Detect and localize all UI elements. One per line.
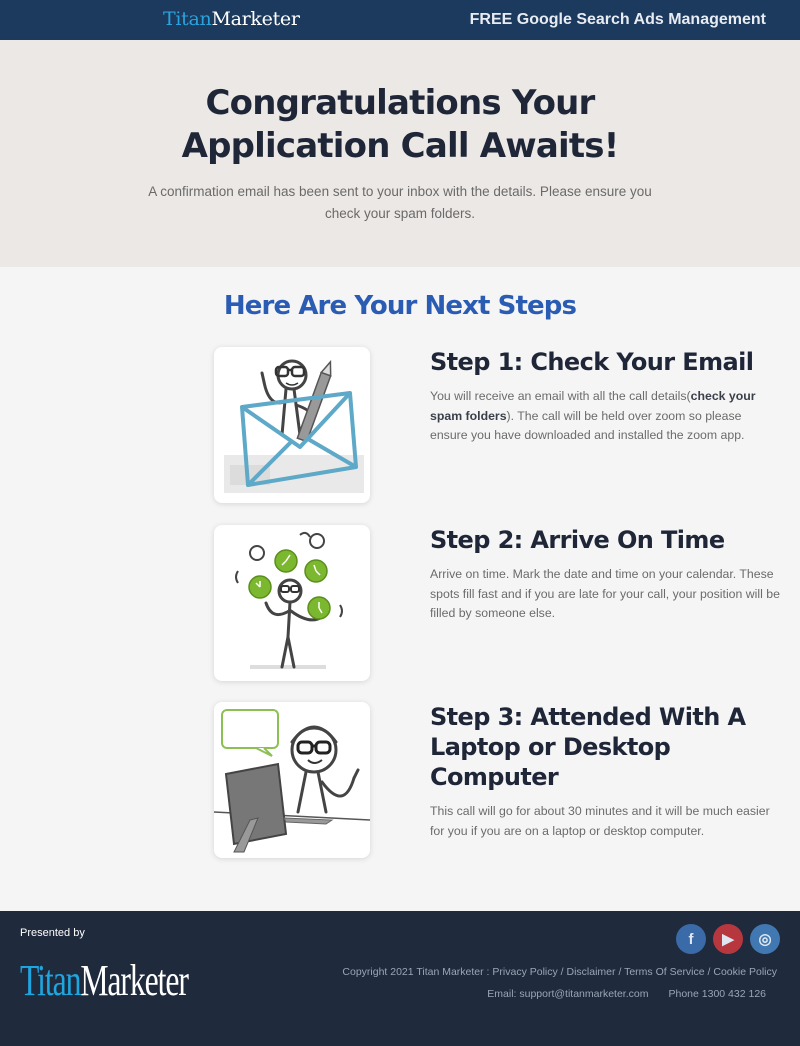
footer-links: Copyright 2021 Titan Marketer : Privacy …: [342, 966, 777, 978]
support-email[interactable]: Email: support@titanmarketer.com: [487, 988, 649, 1000]
title-line-2: Application Call Awaits!: [181, 126, 620, 166]
footer: Presented by TitanMarketer f ▶ ◎ Copyrig…: [0, 911, 800, 1046]
stickman-juggling-clocks-illustration: [214, 525, 370, 681]
disclaimer-link[interactable]: Disclaimer: [566, 966, 616, 978]
step-3-text: Step 3: Attended With A Laptop or Deskto…: [430, 702, 780, 841]
link-separator: /: [557, 966, 567, 978]
link-separator: /: [615, 966, 625, 978]
step-1-description-part: You will receive an email with all the c…: [430, 389, 691, 403]
contact-info: Email: support@titanmarketer.com Phone 13…: [487, 988, 766, 1000]
footer-logo-titan: Titan: [20, 956, 81, 1005]
stickman-computer-headset-illustration: [214, 702, 370, 858]
footer-logo-marketer: Marketer: [80, 956, 189, 1005]
clocks-illustration-icon: [235, 531, 343, 669]
header-logo[interactable]: TitanMarketer: [163, 8, 300, 30]
computer-illustration-icon: [214, 709, 370, 853]
logo-text-titan: Titan: [163, 8, 212, 30]
step-2-title: Step 2: Arrive On Time: [430, 526, 725, 554]
instagram-icon[interactable]: ◎: [750, 924, 780, 954]
step-3-title: Step 3: Attended With A Laptop or Deskto…: [430, 703, 746, 791]
social-links: f ▶ ◎: [676, 924, 780, 954]
presented-by-label: Presented by: [20, 927, 85, 939]
next-steps-heading: Here Are Your Next Steps: [223, 291, 577, 321]
privacy-policy-link[interactable]: Privacy Policy: [492, 966, 558, 978]
link-separator: /: [704, 966, 714, 978]
step-1-text: Step 1: Check Your Email You will receiv…: [430, 347, 780, 446]
copyright-text: Copyright 2021 Titan Marketer :: [342, 966, 493, 978]
support-phone: Phone 1300 432 126: [668, 988, 766, 1000]
step-1-description: You will receive an email with all the c…: [430, 387, 780, 446]
header-tagline: FREE Google Search Ads Management: [469, 11, 766, 28]
stickman-envelope-illustration: [214, 347, 370, 503]
step-3-description: This call will go for about 30 minutes a…: [430, 804, 770, 838]
step-1-description-bold: check your spam folders: [430, 389, 756, 423]
title-line-1: Congratulations Your: [205, 83, 596, 123]
facebook-icon[interactable]: f: [676, 924, 706, 954]
youtube-icon[interactable]: ▶: [713, 924, 743, 954]
step-2-description: Arrive on time. Mark the date and time o…: [430, 567, 780, 620]
cookie-policy-link[interactable]: Cookie Policy: [713, 966, 777, 978]
envelope-illustration-icon: [224, 359, 364, 493]
next-steps-section: Here Are Your Next Steps: [0, 267, 800, 911]
step-1-title: Step 1: Check Your Email: [430, 348, 754, 376]
terms-of-service-link[interactable]: Terms Of Service: [624, 966, 705, 978]
logo-text-marketer: Marketer: [211, 8, 300, 30]
step-1-description-part: ). The call will be held over zoom so pl…: [430, 408, 745, 443]
page-title: Congratulations Your Application Call Aw…: [0, 82, 800, 168]
footer-logo[interactable]: TitanMarketer: [20, 951, 189, 1011]
confirmation-message: A confirmation email has been sent to yo…: [148, 184, 652, 221]
step-2-text: Step 2: Arrive On Time Arrive on time. M…: [430, 525, 780, 624]
top-bar: TitanMarketer FREE Google Search Ads Man…: [0, 0, 800, 40]
hero-section: Congratulations Your Application Call Aw…: [0, 40, 800, 267]
